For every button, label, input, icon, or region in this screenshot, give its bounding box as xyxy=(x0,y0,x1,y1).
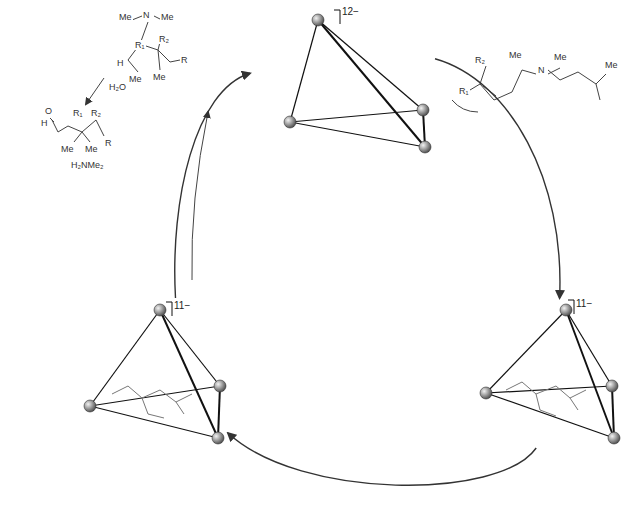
atom-label: H₂O xyxy=(108,82,127,92)
atom-label: R₁ xyxy=(134,40,146,50)
atom-label: R₂ xyxy=(158,34,170,44)
atom-label: Me xyxy=(508,50,523,60)
atom-label: Me xyxy=(160,12,175,22)
atom-label: H xyxy=(40,118,49,128)
charge-label: 11− xyxy=(576,298,592,309)
charge-label: 11− xyxy=(174,300,190,311)
atom-label: R₂ xyxy=(474,55,486,65)
atom-label: N xyxy=(537,65,546,75)
charge-label: 12− xyxy=(342,6,359,17)
atom-label: R xyxy=(180,55,189,65)
atom-label: N xyxy=(142,10,151,20)
atom-label: Me xyxy=(553,52,568,62)
cage-node: 12− xyxy=(250,8,435,153)
cage-node: 11− xyxy=(466,298,622,448)
atom-label: Me xyxy=(84,144,99,154)
atom-label: R₁ xyxy=(458,86,470,96)
atom-label: Me xyxy=(118,12,133,22)
atom-label: R₁ xyxy=(72,108,84,118)
atom-label: Me xyxy=(152,72,167,82)
atom-label: R xyxy=(104,138,113,148)
atom-label: Me xyxy=(128,74,143,84)
cycle-arrow xyxy=(435,59,560,298)
tetrahedron-cage xyxy=(78,298,228,448)
atom-label: O xyxy=(44,106,53,116)
atom-label: Me xyxy=(60,144,75,154)
tetrahedron-cage xyxy=(466,298,622,448)
tetrahedron-cage xyxy=(250,8,435,153)
atom-label: H xyxy=(116,58,125,68)
cycle-arrow xyxy=(175,73,250,298)
atom-label: Me xyxy=(604,60,619,70)
atom-label: R₂ xyxy=(90,108,102,118)
atom-label: H₂NMe₂ xyxy=(70,160,105,170)
cage-node: 11− xyxy=(78,298,228,448)
cycle-arrow xyxy=(228,433,536,485)
